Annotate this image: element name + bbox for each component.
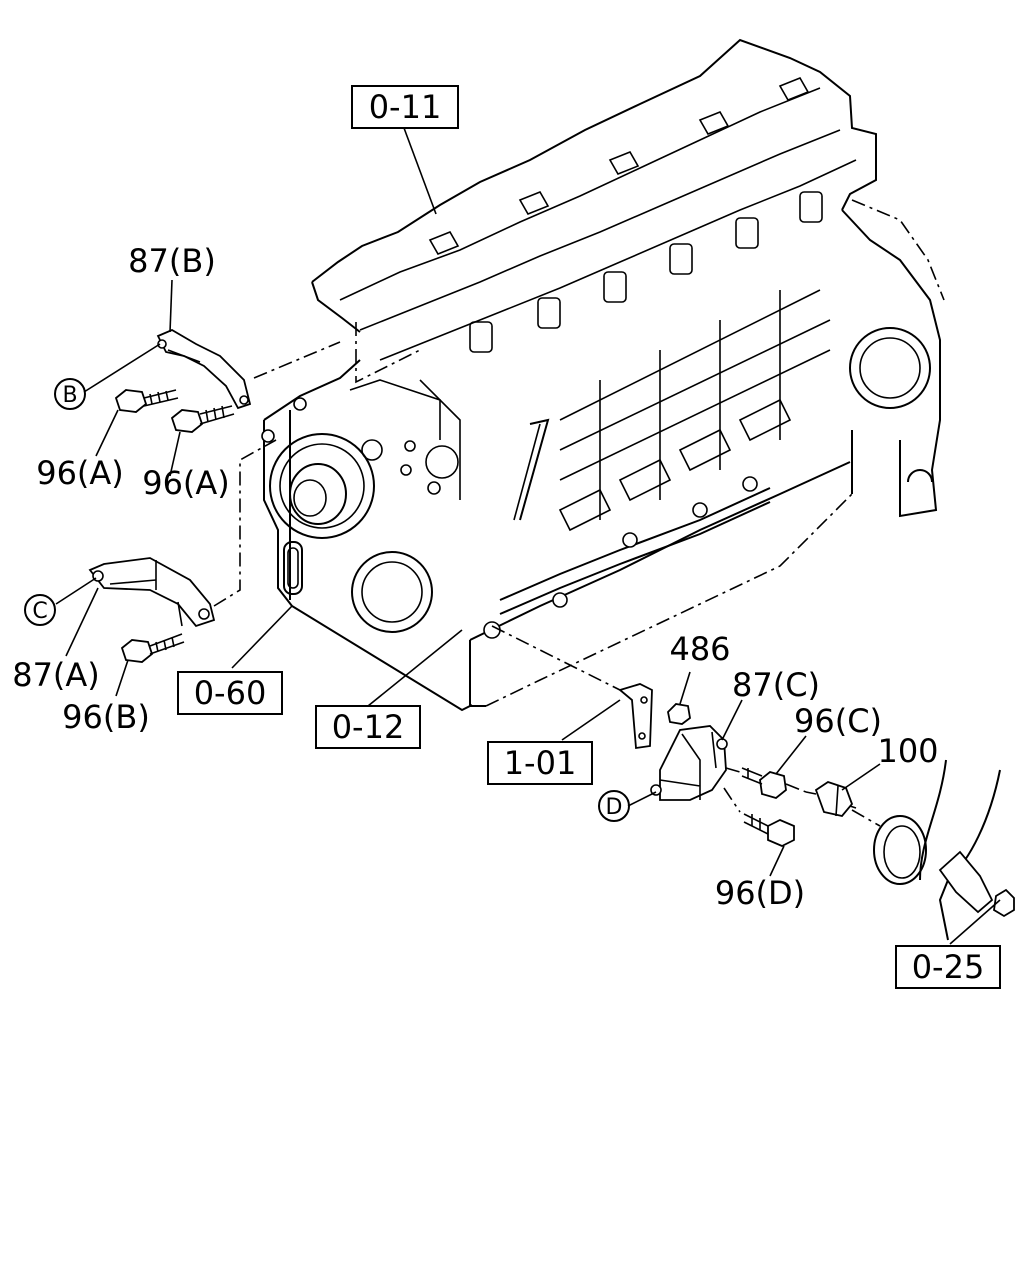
- marker-c: C: [24, 594, 56, 626]
- ref-box-label: 0-60: [194, 674, 267, 712]
- marker-b-label: B: [62, 383, 77, 408]
- ref-box-label: 0-25: [912, 948, 985, 986]
- part-label-96a: 96(A): [36, 454, 124, 492]
- part-label-96b: 96(B): [62, 698, 150, 736]
- ref-box-label: 1-01: [504, 744, 577, 782]
- part-label-486: 486: [669, 630, 730, 668]
- ref-box-0-12[interactable]: 0-12: [315, 705, 421, 749]
- mount-bracket-drawing: [491, 625, 1015, 941]
- marker-c-label: C: [32, 599, 47, 624]
- bolt-96b-drawing: [120, 633, 185, 663]
- bracket-87b-drawing: [156, 328, 341, 410]
- ref-box-0-11[interactable]: 0-11: [351, 85, 459, 129]
- ref-box-label: 0-12: [332, 708, 405, 746]
- marker-b: B: [54, 378, 86, 410]
- leader-lines: [55, 127, 1001, 945]
- ref-box-0-25[interactable]: 0-25: [895, 945, 1001, 989]
- bracket-87a-drawing: [88, 439, 277, 628]
- part-label-87c: 87(C): [732, 666, 820, 704]
- bolt-96a-2-drawing: [170, 405, 235, 433]
- part-label-100: 100: [877, 732, 938, 770]
- part-label-87a: 87(A): [12, 656, 100, 694]
- marker-d-label: D: [606, 795, 623, 820]
- part-label-96a: 96(A): [142, 464, 230, 502]
- part-label-96d: 96(D): [715, 874, 805, 912]
- marker-d: D: [598, 790, 630, 822]
- bolt-96a-1-drawing: [114, 389, 179, 413]
- ref-box-label: 0-11: [369, 88, 442, 126]
- engine-block-drawing: [261, 38, 945, 712]
- part-label-96c: 96(C): [794, 702, 882, 740]
- ref-box-0-60[interactable]: 0-60: [177, 671, 283, 715]
- part-label-87b: 87(B): [128, 242, 216, 280]
- ref-box-1-01[interactable]: 1-01: [487, 741, 593, 785]
